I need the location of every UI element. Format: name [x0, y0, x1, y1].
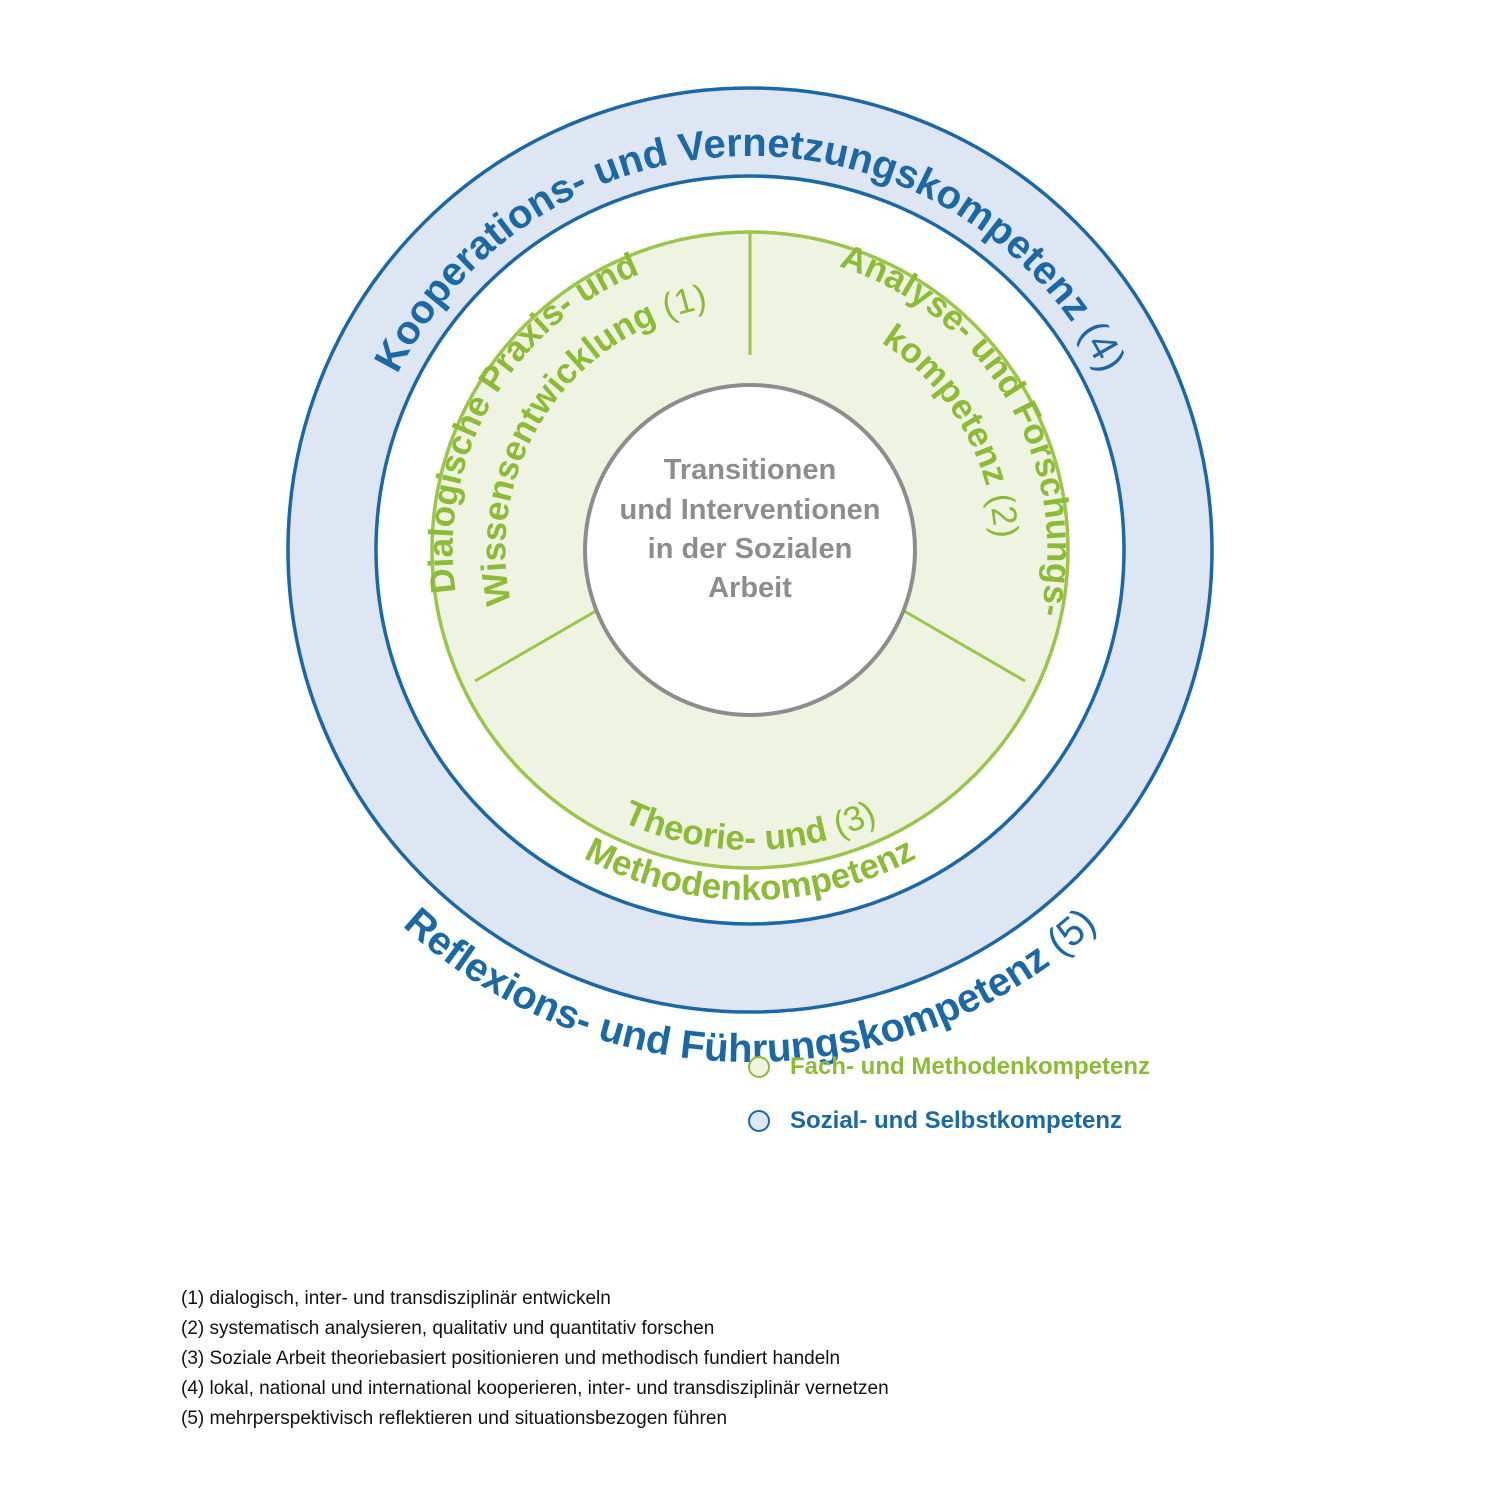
footnote-5: (5) mehrperspektivisch reflektieren und … [181, 1408, 728, 1429]
legend-green-circle-icon [748, 1056, 770, 1078]
center-circle [583, 383, 917, 717]
legend-item-sozial: Sozial- und Selbstkompetenz [748, 1104, 1150, 1138]
center-line-2: und Interventionen [620, 494, 881, 526]
footnotes: (1) dialogisch, inter- und transdiszipli… [181, 1284, 889, 1434]
footnote-3: (3) Soziale Arbeit theoriebasiert positi… [181, 1348, 841, 1369]
footnote-1: (1) dialogisch, inter- und transdiszipli… [181, 1288, 611, 1309]
divider-right [891, 602, 1026, 683]
outer-bottom-number: (5) [1039, 900, 1104, 965]
legend-blue-circle-icon [748, 1110, 770, 1132]
footnote-4: (4) lokal, national und international ko… [181, 1378, 889, 1399]
legend: Fach- und Methodenkompetenz Sozial- und … [748, 1050, 1150, 1158]
center-line-1: Transitionen [664, 454, 836, 486]
divider-left [474, 602, 609, 683]
center-line-3: in der Sozialen [648, 533, 853, 565]
legend-label-sozial: Sozial- und Selbstkompetenz [790, 1107, 1123, 1134]
legend-label-fach: Fach- und Methodenkompetenz [790, 1053, 1150, 1080]
center-line-4: Arbeit [708, 572, 792, 604]
segment-right-number: (2) [981, 490, 1025, 539]
footnote-2: (2) systematisch analysieren, qualitativ… [181, 1318, 715, 1339]
legend-item-fach: Fach- und Methodenkompetenz [748, 1050, 1150, 1084]
